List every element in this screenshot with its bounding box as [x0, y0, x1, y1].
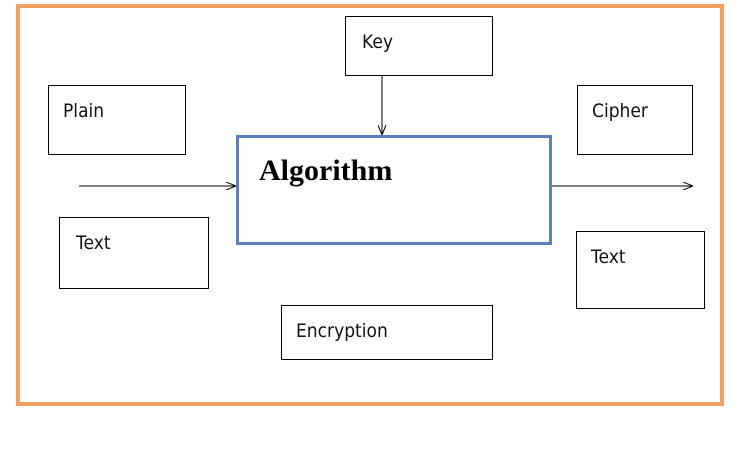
algorithm-label: Algorithm	[259, 154, 393, 187]
encryption-label: Encryption	[296, 320, 388, 342]
cipher-box: Cipher	[577, 85, 693, 155]
plain-box: Plain	[48, 85, 186, 155]
plain-label: Plain	[63, 100, 105, 122]
cipher-label: Cipher	[592, 100, 648, 122]
plain-text-box: Text	[59, 217, 209, 289]
algorithm-box: Algorithm	[236, 135, 552, 245]
key-label: Key	[362, 31, 394, 53]
encryption-box: Encryption	[281, 305, 493, 360]
key-box: Key	[345, 16, 493, 76]
plain-text-label: Text	[76, 232, 111, 254]
cipher-text-label: Text	[591, 246, 626, 268]
cipher-text-box: Text	[576, 231, 705, 309]
